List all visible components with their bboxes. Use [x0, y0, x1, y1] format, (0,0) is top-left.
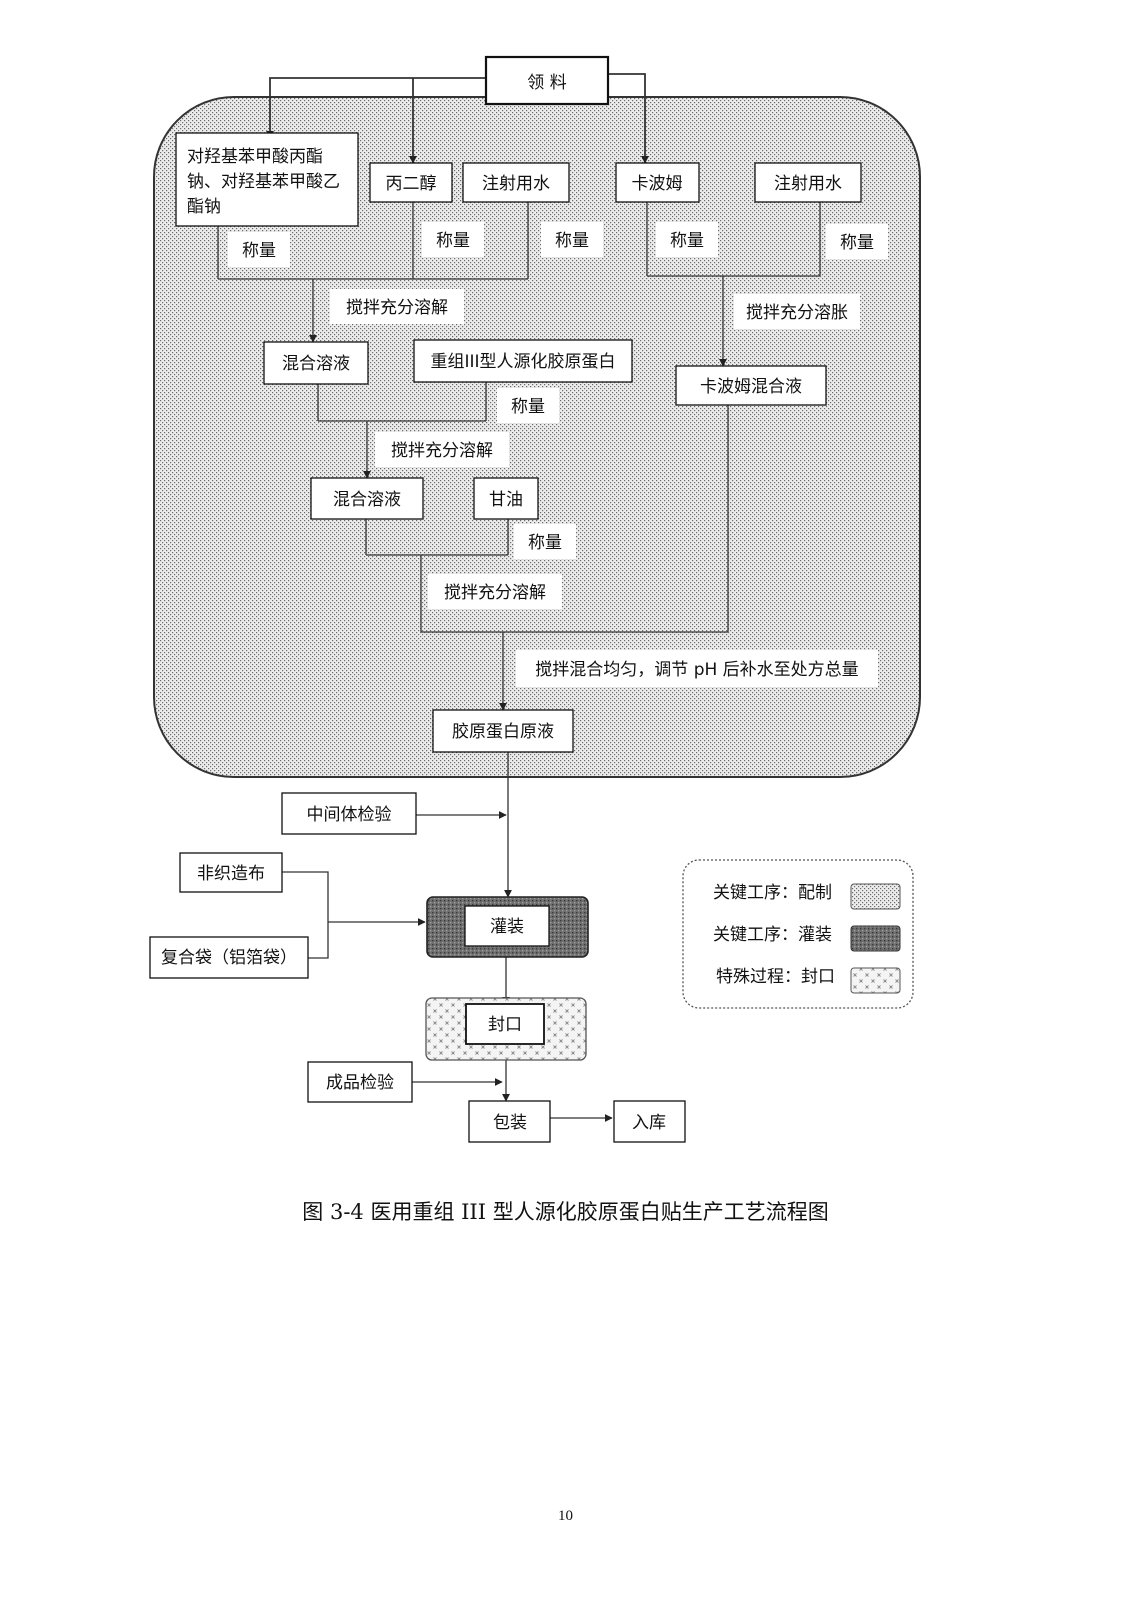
product-inspection-label: 成品检验 — [326, 1073, 394, 1093]
mixed-solution-box-1: 混合溶液 — [263, 341, 369, 385]
legend-label-3: 特殊过程：封口 — [716, 967, 835, 987]
glycerin-label: 甘油 — [489, 490, 523, 510]
packaging-label: 包装 — [493, 1113, 527, 1133]
water-box-2: 注射用水 — [754, 162, 862, 203]
water-box-1: 注射用水 — [462, 162, 570, 203]
parabens-line-3: 酯钠 — [187, 197, 221, 217]
collagen-stock-box: 胶原蛋白原液 — [432, 709, 574, 753]
glycerin-box: 甘油 — [473, 477, 539, 520]
stir-swell-label: 搅拌充分溶胀 — [746, 303, 848, 323]
stir-dissolve-label-2: 搅拌充分溶解 — [391, 441, 493, 461]
page-number: 10 — [558, 1508, 573, 1524]
sealing-label: 封口 — [488, 1015, 522, 1035]
parabens-line-1: 对羟基苯甲酸丙酯 — [187, 147, 323, 167]
legend: 关键工序：配制 关键工序：灌装 特殊过程：封口 — [682, 859, 914, 1009]
weigh-label-1: 称量 — [242, 241, 276, 261]
water-label-1: 注射用水 — [482, 174, 550, 194]
legend-swatch-cross — [850, 967, 901, 994]
nonwoven-box: 非织造布 — [179, 852, 283, 893]
warehousing-box: 入库 — [613, 1100, 686, 1143]
parabens-box: 对羟基苯甲酸丙酯 钠、对羟基苯甲酸乙 酯钠 — [175, 132, 359, 227]
filling-label: 灌装 — [490, 917, 524, 937]
carbomer-label: 卡波姆 — [632, 174, 683, 194]
legend-label-1: 关键工序：配制 — [713, 883, 832, 903]
sealing-zone: 封口 — [425, 997, 587, 1061]
stir-dissolve-label-3: 搅拌充分溶解 — [444, 583, 546, 603]
carbomer-mix-label: 卡波姆混合液 — [700, 377, 802, 397]
product-inspection-box: 成品检验 — [307, 1061, 413, 1103]
legend-swatch-dark — [850, 925, 901, 952]
carbomer-mix-box: 卡波姆混合液 — [675, 365, 827, 406]
figure-caption: 图 3-4 医用重组 III 型人源化胶原蛋白贴生产工艺流程图 — [302, 1200, 829, 1224]
mixed-solution-label-2: 混合溶液 — [333, 490, 401, 510]
collagen-label: 重组III型人源化胶原蛋白 — [430, 352, 615, 372]
stir-dissolve-label-1: 搅拌充分溶解 — [346, 298, 448, 318]
collagen-box: 重组III型人源化胶原蛋白 — [413, 339, 633, 383]
water-label-2: 注射用水 — [774, 174, 842, 194]
composite-bag-label: 复合袋（铝箔袋） — [161, 948, 297, 968]
composite-bag-box: 复合袋（铝箔袋） — [149, 936, 309, 979]
weigh-label-2: 称量 — [436, 231, 470, 251]
start-box: 领 料 — [484, 55, 610, 106]
svg-text:对羟基苯甲酸丙酯 钠、对羟基苯甲酸乙: 对羟基苯甲酸丙酯 钠、对羟基苯甲酸乙 酯钠 — [187, 147, 345, 217]
legend-swatch-fine — [850, 883, 901, 910]
weigh-label-3: 称量 — [555, 231, 589, 251]
step-labels: 称量 称量 称量 称量 称量 搅拌充分溶解 搅拌充分溶胀 称量 搅拌充分溶解 称… — [228, 222, 888, 687]
mixed-solution-box-2: 混合溶液 — [310, 477, 424, 520]
filling-zone: 灌装 — [426, 896, 589, 958]
start-label: 领 料 — [527, 73, 566, 93]
warehousing-label: 入库 — [632, 1113, 666, 1133]
propylene-glycol-box: 丙二醇 — [369, 162, 453, 203]
packaging-box: 包装 — [468, 1100, 551, 1143]
propylene-glycol-label: 丙二醇 — [386, 174, 437, 194]
weigh-label-5: 称量 — [840, 233, 874, 253]
weigh-label-6: 称量 — [511, 397, 545, 417]
mixed-solution-label-1: 混合溶液 — [282, 354, 350, 374]
intermediate-inspection-box: 中间体检验 — [281, 792, 417, 835]
carbomer-box: 卡波姆 — [615, 162, 700, 203]
intermediate-inspection-label: 中间体检验 — [307, 805, 392, 825]
weigh-label-4: 称量 — [670, 231, 704, 251]
weigh-label-7: 称量 — [528, 533, 562, 553]
nonwoven-label: 非织造布 — [197, 864, 265, 884]
collagen-stock-label: 胶原蛋白原液 — [452, 722, 554, 742]
parabens-line-2: 钠、对羟基苯甲酸乙 — [187, 172, 340, 192]
stir-mix-final-label: 搅拌混合均匀，调节 pH 后补水至处方总量 — [535, 660, 858, 680]
legend-label-2: 关键工序：灌装 — [713, 925, 832, 945]
